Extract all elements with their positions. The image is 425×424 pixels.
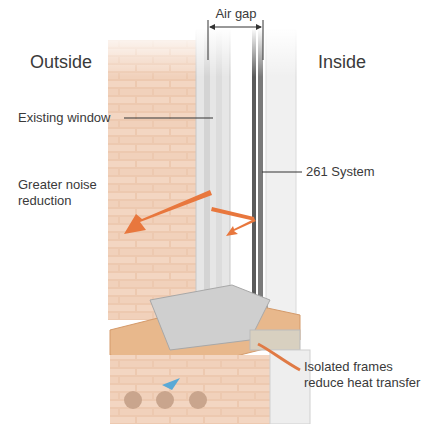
brick-hole [124,391,142,409]
side-label: Outside [30,52,130,74]
brick-hole [189,391,207,409]
brick-hole [156,391,174,409]
noise-arrow [226,219,256,236]
dimension-arrow [209,24,215,30]
leader-line [262,172,302,173]
fade [100,28,300,168]
dimension-label: Air gap [200,6,272,22]
part-label: 261 System [306,164,416,180]
note-label: Isolated frames reduce heat transfer [304,359,422,390]
heat-leader [258,344,300,370]
noise-arrow [211,207,255,221]
noise-arrow [124,190,212,234]
dimension-tick [263,20,264,60]
inside-sill [250,330,300,350]
note-label: Greater noise reduction [18,177,130,208]
dimension-line [210,27,261,28]
part-label: Existing window [18,110,128,126]
leader-line [124,118,213,119]
heat-arrow [162,378,180,390]
side-label: Inside [318,52,418,74]
dimension-arrow [256,24,262,30]
dimension-tick [208,20,209,60]
